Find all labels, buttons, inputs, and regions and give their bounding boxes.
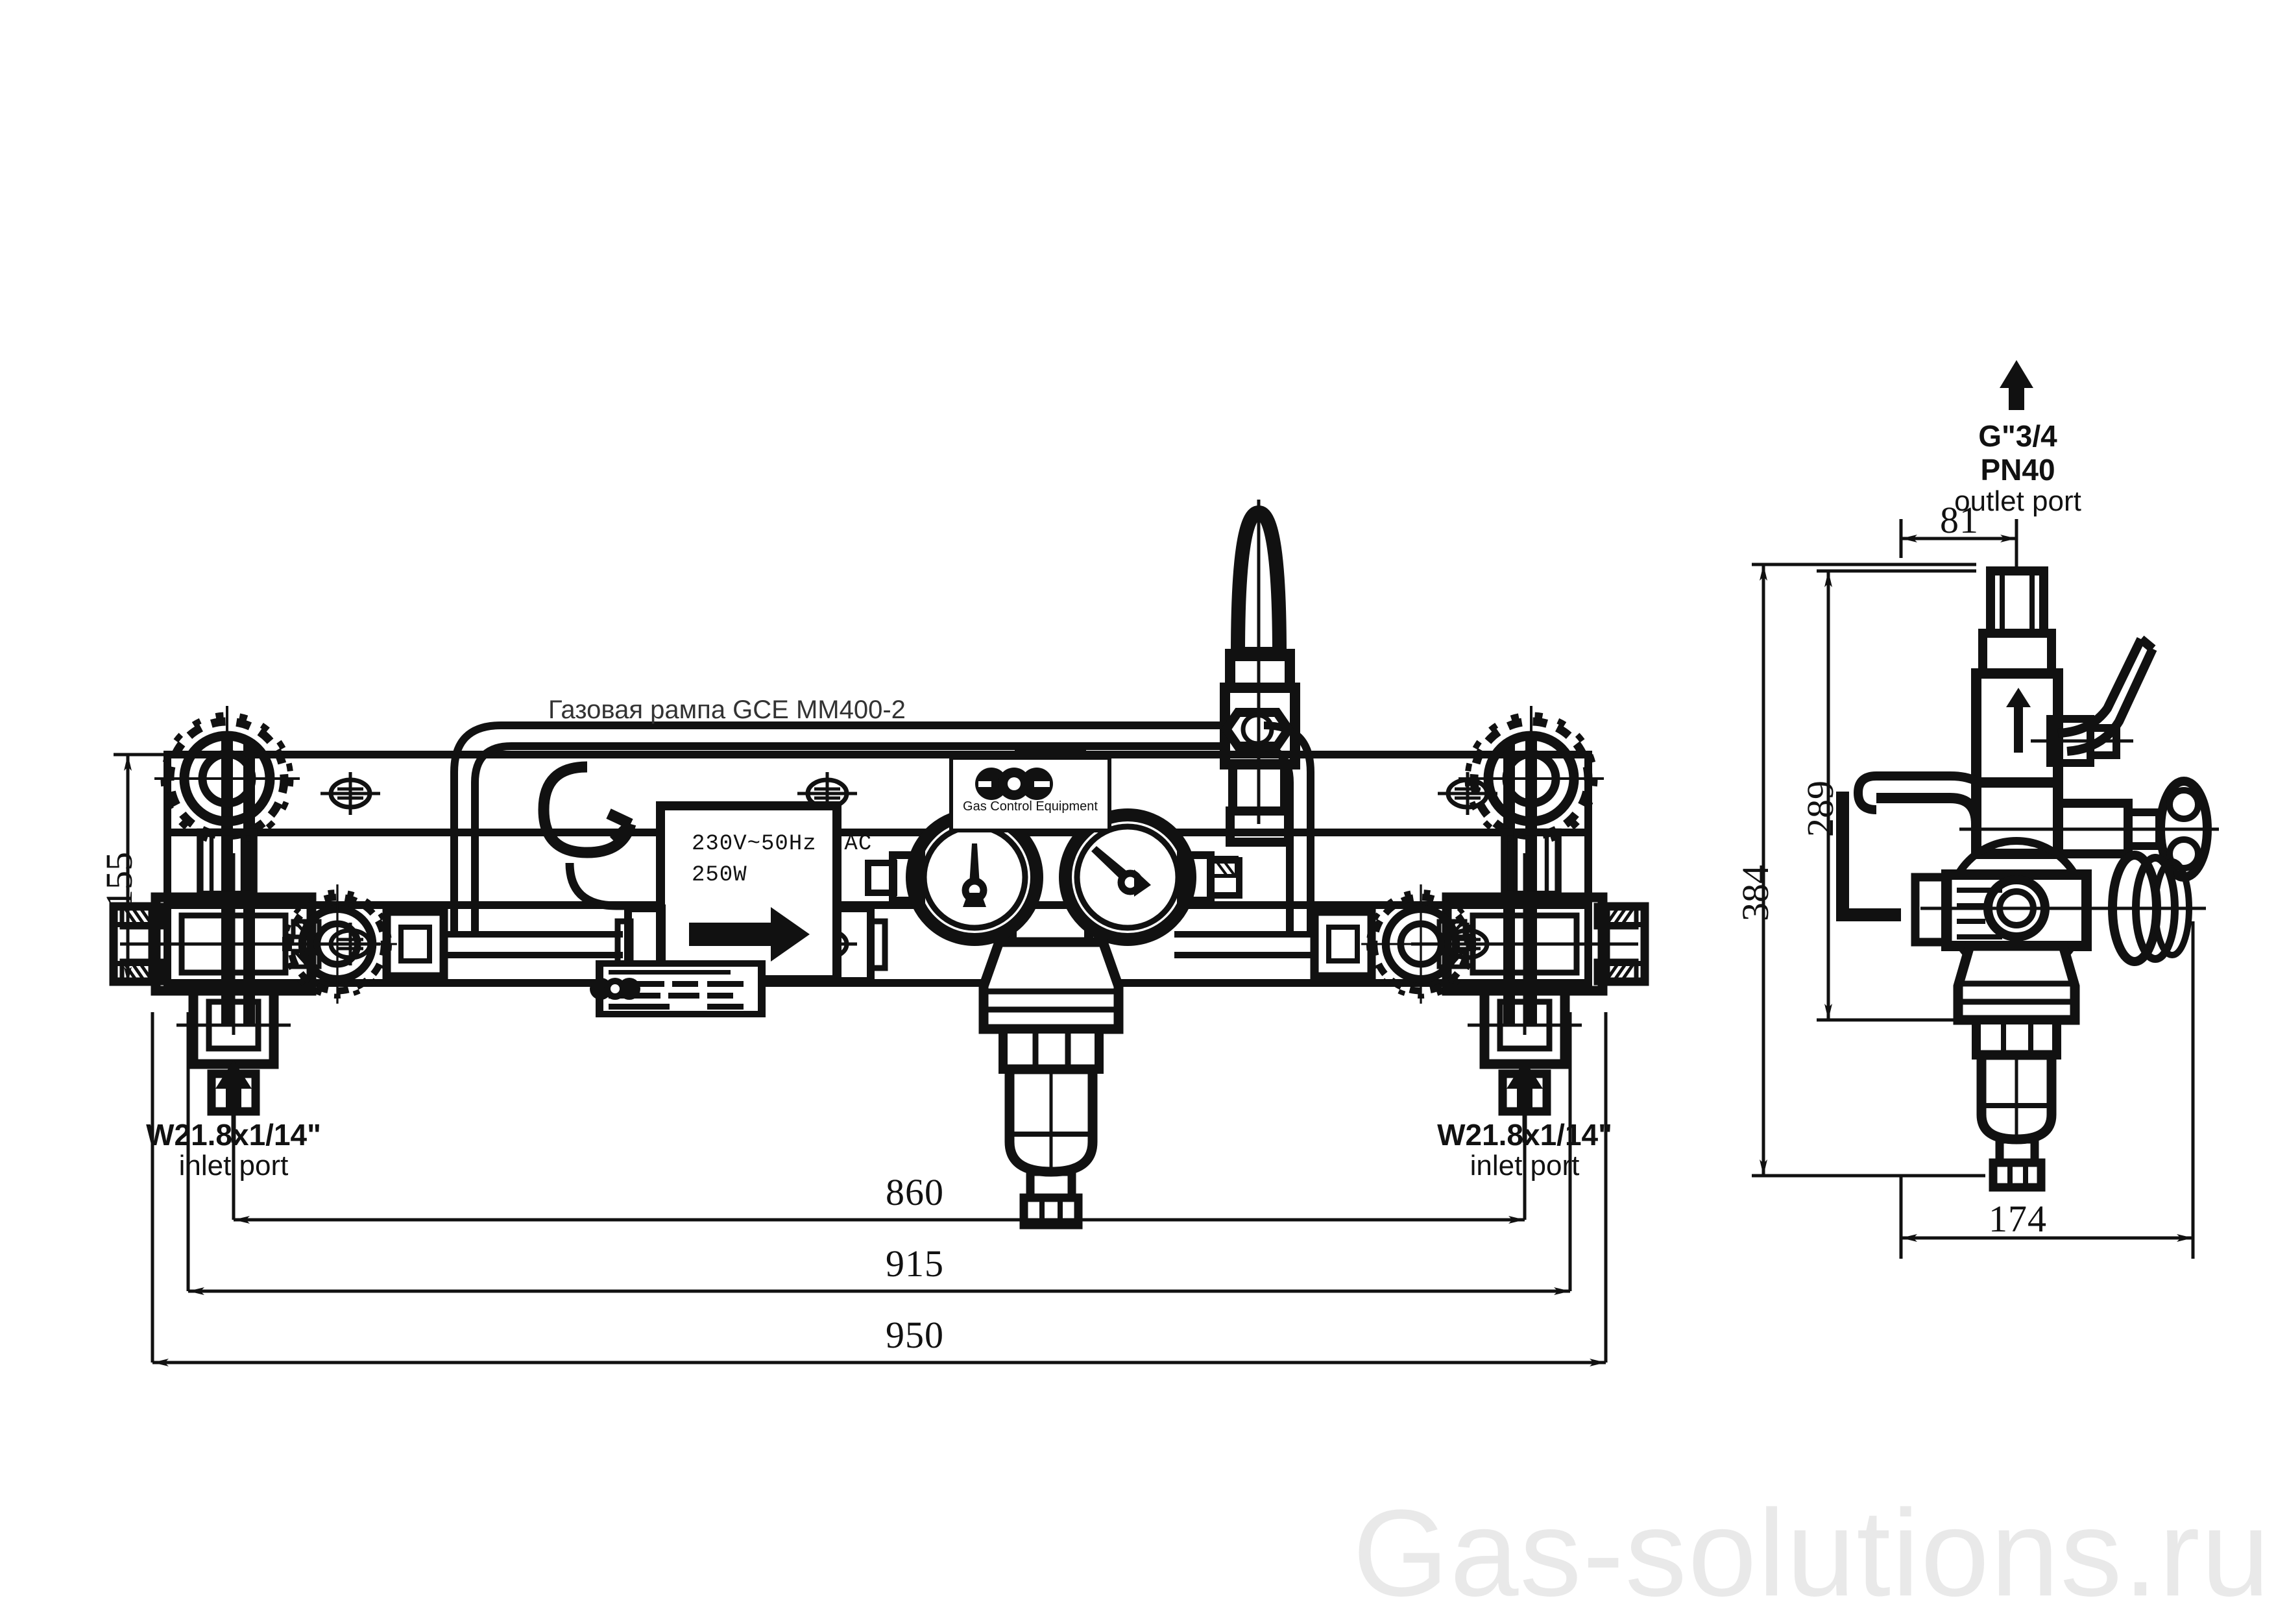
inlet-right-caption: inlet port [1470, 1150, 1580, 1182]
gce-logo-plate [949, 756, 1111, 832]
outlet-caption: outlet port [1954, 485, 2081, 517]
heater-power-label: 250W [692, 863, 747, 888]
dim-155-label: 155 [98, 852, 140, 908]
outlet-pressure-label: PN40 [1980, 453, 2055, 487]
dim-81-label: 81 [1940, 499, 1979, 541]
heater-voltage-label: 230V~50Hz AC [692, 832, 873, 856]
coiled-tube-icon [538, 761, 639, 910]
inlet-right-thread-label: W21.8x1/14" [1437, 1118, 1612, 1152]
pressure-gauge-right [1059, 808, 1196, 946]
outlet-thread-label: G"3/4 [1978, 419, 2057, 453]
inlet-left-thread-label: W21.8x1/14" [146, 1118, 321, 1152]
dim-950-label: 950 [886, 1314, 944, 1356]
heater-box [614, 801, 888, 985]
side-view-assembly [1836, 566, 2219, 1192]
safety-relief-valve [1220, 500, 1300, 847]
dim-289-label: 289 [1799, 781, 1841, 837]
dim-915-label: 915 [886, 1242, 944, 1285]
dim-384-label: 384 [1734, 865, 1776, 921]
right-valve-cluster [1174, 706, 1649, 1143]
pressure-gauge-left [906, 808, 1043, 946]
gce-logo-tagline: Gas Control Equipment [963, 799, 1098, 814]
flow-arrow-icon [689, 907, 810, 962]
dim-174-label: 174 [1989, 1198, 2047, 1240]
site-watermark: Gas-solutions.ru [1353, 1485, 2271, 1622]
left-valve-cluster [109, 706, 623, 1143]
upper-pipe-runs [450, 721, 1314, 934]
inlet-arrow-left-icon [215, 1060, 252, 1115]
inlet-left-caption: inlet port [178, 1150, 289, 1182]
product-nameplate [590, 960, 766, 1017]
side-dimension-lines [1752, 519, 2195, 1259]
drawing-title: Газовая рампа GCE MM400-2 [548, 696, 906, 724]
front-dimension-lines [114, 753, 1608, 1366]
gce-logo-icon [975, 768, 1053, 800]
inlet-arrow-right-icon [1507, 1060, 1543, 1115]
dim-860-label: 860 [886, 1171, 944, 1213]
outlet-arrow-icon [2000, 360, 2033, 410]
